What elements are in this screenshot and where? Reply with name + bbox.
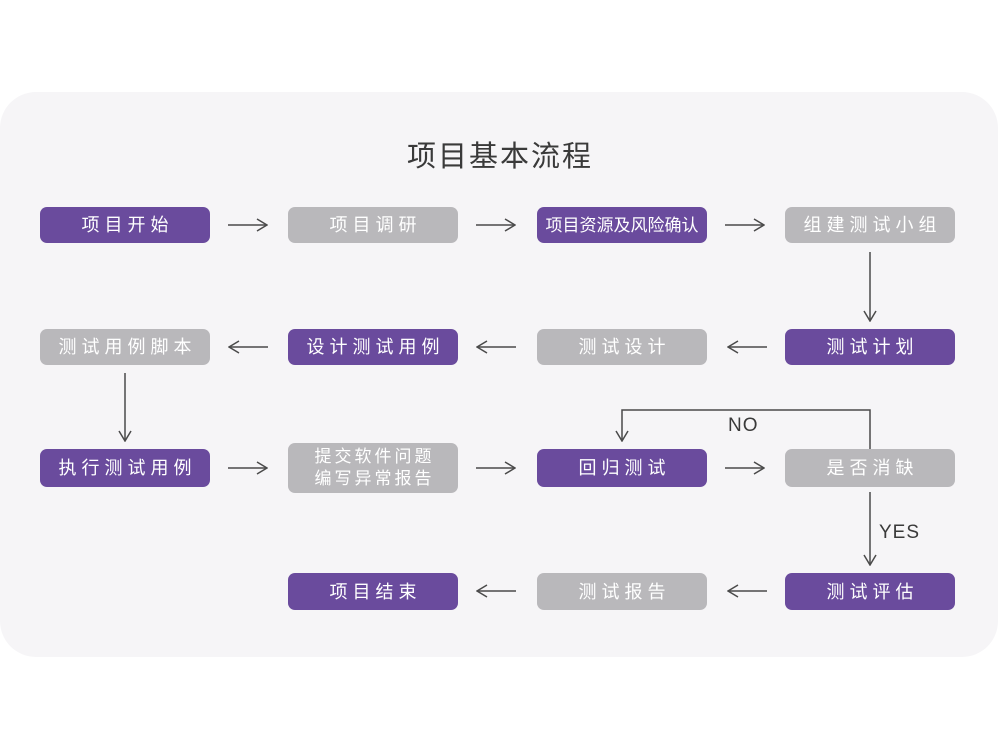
node-label: 项目调研 (329, 215, 422, 235)
node-label: 设计测试用例 (306, 337, 445, 357)
node-regression-test: 回归测试 (537, 449, 707, 487)
node-label-line1: 提交软件问题 (314, 447, 435, 466)
node-label: 组建测试小组 (803, 215, 942, 235)
node-label: 测试设计 (578, 337, 671, 357)
node-label: 测试评估 (826, 581, 919, 602)
arrow-no-loop (622, 409, 871, 449)
branch-label-yes: YES (879, 522, 921, 543)
page-title: 项目基本流程 (406, 141, 593, 173)
node-label: 项目结束 (329, 581, 422, 602)
node-submit-issues-report: 提交软件问题 编写异常报告 (288, 443, 458, 493)
node-test-design: 测试设计 (537, 329, 707, 365)
node-resource-risk-confirm: 项目资源及风险确认 (537, 207, 707, 243)
node-label: 项目开始 (81, 215, 174, 235)
node-label: 项目资源及风险确认 (545, 215, 699, 235)
node-label: 测试计划 (826, 337, 919, 357)
node-defect-cleared-decision: 是否消缺 (785, 449, 955, 487)
node-project-research: 项目调研 (288, 207, 458, 243)
node-test-evaluation: 测试评估 (785, 573, 955, 610)
branch-label-no: NO (728, 415, 759, 436)
node-label: 测试用例脚本 (58, 337, 197, 357)
node-label: 执行测试用例 (58, 458, 197, 478)
node-label: 是否消缺 (826, 458, 919, 478)
node-build-test-team: 组建测试小组 (785, 207, 955, 243)
node-project-end: 项目结束 (288, 573, 458, 610)
node-label: 回归测试 (578, 458, 671, 478)
node-label-line2: 编写异常报告 (314, 469, 435, 488)
node-label: 测试报告 (578, 581, 671, 602)
node-test-plan: 测试计划 (785, 329, 955, 365)
node-project-start: 项目开始 (40, 207, 210, 243)
flowchart-card (0, 92, 998, 657)
node-test-report: 测试报告 (537, 573, 707, 610)
node-test-case-scripts: 测试用例脚本 (40, 329, 210, 365)
node-execute-test-cases: 执行测试用例 (40, 449, 210, 487)
node-design-test-cases: 设计测试用例 (288, 329, 458, 365)
